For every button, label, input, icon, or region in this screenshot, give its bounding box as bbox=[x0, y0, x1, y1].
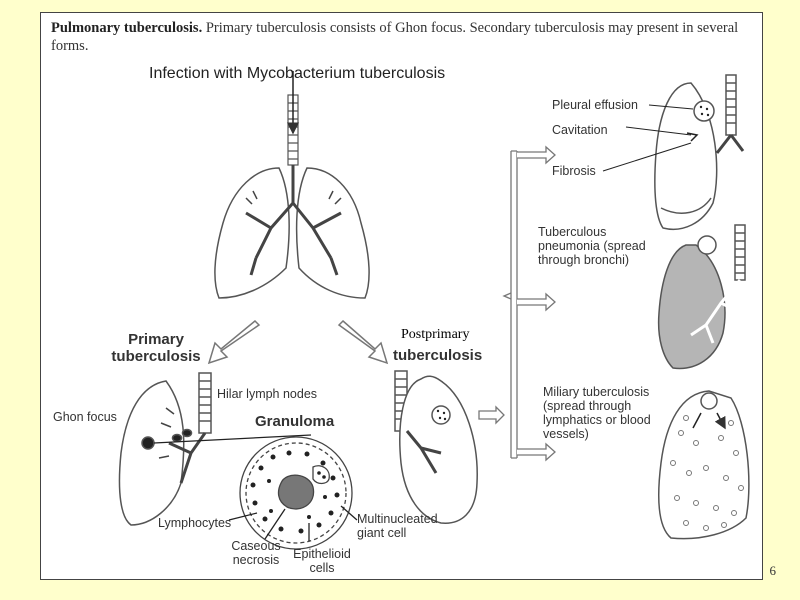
top-trachea bbox=[287, 71, 299, 166]
ghon-focus-label: Ghon focus bbox=[53, 410, 117, 424]
miliary-tuberculosis-label: Miliary tuberculosis (spread through lym… bbox=[543, 385, 651, 441]
granuloma-label: Granuloma bbox=[255, 413, 335, 430]
right-lung-top bbox=[602, 74, 745, 230]
epithelioid-cells-label: Epithelioid cells bbox=[293, 547, 351, 575]
lymphocytes-label: Lymphocytes bbox=[158, 516, 232, 530]
primary-lung bbox=[118, 372, 312, 526]
fibrosis-label: Fibrosis bbox=[552, 164, 596, 178]
cavitation-label: Cavitation bbox=[552, 123, 608, 137]
slide-frame: Pulmonary tuberculosis. Primary tubercul… bbox=[40, 12, 763, 580]
multinucleated-giant-cell-label: Multinucleated giant cell bbox=[357, 512, 438, 540]
hilar-lymph-nodes-label: Hilar lymph nodes bbox=[217, 387, 318, 401]
pleural-effusion-label: Pleural effusion bbox=[552, 98, 638, 112]
infection-label: Infection with Mycobacterium tuberculosi… bbox=[149, 65, 446, 82]
caption: Pulmonary tuberculosis. Primary tubercul… bbox=[51, 19, 756, 55]
postprimary-tb-label: tuberculosis bbox=[393, 347, 483, 364]
postprimary-lung bbox=[394, 370, 478, 524]
postprimary-label: Postprimary bbox=[401, 327, 470, 342]
branch-arrows bbox=[207, 319, 389, 365]
forms-bracket bbox=[502, 145, 556, 462]
top-lungs bbox=[214, 165, 370, 299]
right-lung-middle bbox=[657, 224, 746, 370]
to-bracket-arrow bbox=[478, 405, 505, 425]
primary-tb-label: Primary tuberculosis bbox=[111, 331, 201, 365]
page-number: 6 bbox=[769, 563, 777, 578]
caseous-necrosis-label: Caseous necrosis bbox=[231, 539, 281, 567]
right-lung-bottom bbox=[657, 390, 750, 540]
caption-title: Pulmonary tuberculosis. bbox=[51, 20, 203, 36]
granuloma bbox=[228, 436, 358, 550]
tuberculous-pneumonia-label: Tuberculous pneumonia (spread through br… bbox=[538, 225, 646, 267]
tb-diagram bbox=[118, 71, 750, 550]
caption-text: Primary tuberculosis consists of Ghon fo… bbox=[51, 20, 739, 54]
